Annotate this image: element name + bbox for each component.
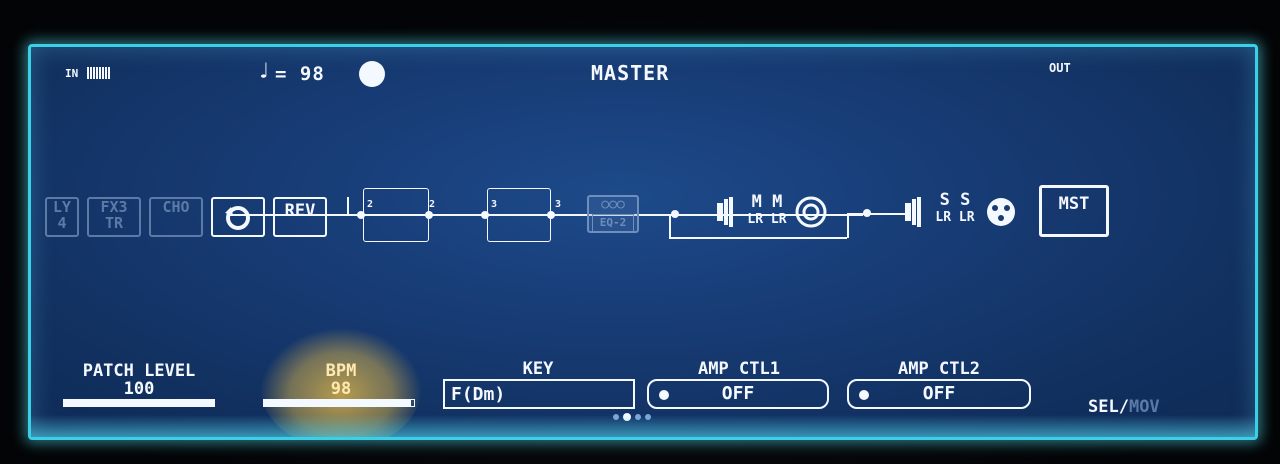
chain-block-rev[interactable]: REV xyxy=(273,197,327,237)
lcd-screen: IN ♩ = 98 MASTER OUT LY 4 FX3 TR CHO xyxy=(28,44,1258,440)
chain-block-mst[interactable]: MST xyxy=(1039,185,1109,237)
patch-level-value[interactable]: 100 xyxy=(123,379,155,399)
patch-level-bar[interactable] xyxy=(63,399,215,407)
chain-block-fx3[interactable]: FX3 TR xyxy=(87,197,141,237)
chain-wire xyxy=(669,214,671,238)
page-title: MASTER xyxy=(591,61,670,85)
sub-out-lr-label: LR LR xyxy=(935,210,975,225)
amp-ctl1-value: OFF xyxy=(721,383,755,404)
chain-wire xyxy=(847,214,849,238)
split-node xyxy=(481,211,489,219)
amp-ctl1-toggle[interactable]: OFF xyxy=(647,379,829,409)
signal-chain: LY 4 FX3 TR CHO REV 2 2 3 3 xyxy=(31,47,1255,437)
sub-out-xlr-icon xyxy=(905,197,1015,227)
radio-dot-icon xyxy=(859,390,869,400)
sel-mov-hint: SEL/MOV xyxy=(1088,397,1160,417)
key-label: KEY xyxy=(522,359,554,379)
divider-2-out-label: 2 xyxy=(429,199,436,210)
main-out-block[interactable]: M M LR LR xyxy=(715,193,827,233)
sub-out-label: S S xyxy=(939,190,971,210)
quarter-note-icon: ♩ xyxy=(257,59,271,84)
merge-node xyxy=(547,211,555,219)
tempo-readout: = 98 xyxy=(275,63,325,85)
patch-level-label: PATCH LEVEL xyxy=(82,361,196,381)
sub-out-block[interactable]: S S LR LR xyxy=(903,191,1019,233)
amp-ctl2-label: AMP CTL2 xyxy=(898,359,980,379)
radio-dot-icon xyxy=(659,390,669,400)
amp-ctl2-value: OFF xyxy=(922,383,956,404)
split-node xyxy=(863,209,871,217)
split-node xyxy=(671,210,679,218)
tempo-indicator-dot xyxy=(359,61,385,87)
divider-2-in-label: 2 xyxy=(367,199,374,210)
key-value: F(Dm) xyxy=(451,384,506,405)
bpm-bar[interactable] xyxy=(263,399,415,407)
page-indicator xyxy=(613,413,651,421)
chain-wire xyxy=(669,237,847,239)
chain-block-eq2[interactable]: ○○○ EQ-2 xyxy=(587,195,639,233)
input-level-meter xyxy=(87,67,110,79)
main-out-jack-icon xyxy=(717,196,827,228)
bpm-highlight xyxy=(261,329,421,437)
chain-wire xyxy=(227,214,863,216)
merge-node xyxy=(425,211,433,219)
parameter-row: PATCH LEVEL 100 BPM 98 KEY F(Dm) AMP CTL… xyxy=(31,47,1255,437)
chain-block-dly[interactable]: LY 4 xyxy=(45,197,79,237)
input-label: IN xyxy=(65,67,79,80)
divider-3-out-label: 3 xyxy=(555,199,562,210)
chain-block-loop[interactable] xyxy=(211,197,265,237)
divider-3-in-label: 3 xyxy=(491,199,498,210)
chain-wire xyxy=(347,197,349,214)
bpm-value[interactable]: 98 xyxy=(330,379,352,399)
loop-icon xyxy=(225,206,250,230)
main-out-label: M M xyxy=(751,192,783,212)
chain-block-cho[interactable]: CHO xyxy=(149,197,203,237)
chain-wire xyxy=(847,213,907,215)
main-out-lr-label: LR LR xyxy=(747,212,787,227)
top-bar: IN ♩ = 98 MASTER OUT xyxy=(31,47,1255,87)
split-node xyxy=(357,211,365,219)
key-field[interactable]: F(Dm) xyxy=(443,379,635,409)
amp-ctl1-label: AMP CTL1 xyxy=(698,359,780,379)
amp-ctl2-toggle[interactable]: OFF xyxy=(847,379,1031,409)
output-label: OUT xyxy=(1049,61,1071,75)
bpm-label: BPM xyxy=(325,361,357,381)
